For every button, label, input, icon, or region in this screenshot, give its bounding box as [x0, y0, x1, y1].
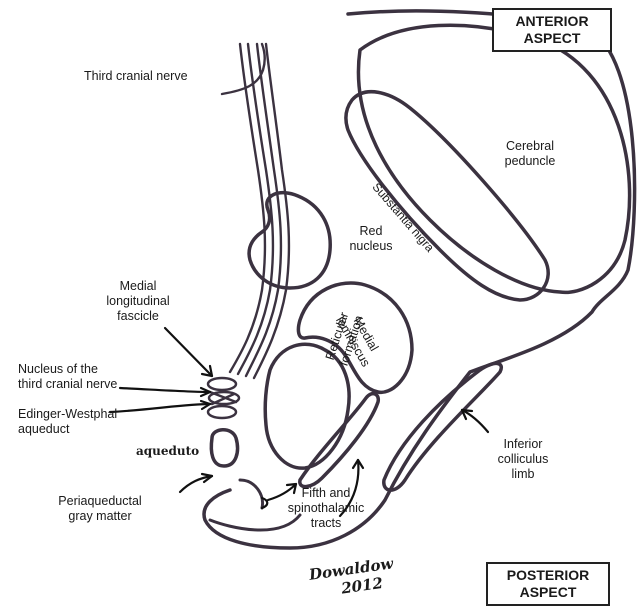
- label-periaqueductal-l1: Periaqueductal: [30, 494, 170, 509]
- label-periaqueductal-l2: gray matter: [30, 509, 170, 524]
- label-mlf-l3: fascicle: [88, 309, 188, 324]
- label-mlf-l2: longitudinal: [88, 294, 188, 309]
- anterior-aspect-box: ANTERIOR ASPECT: [492, 8, 612, 52]
- label-fifth-l1: Fifth and: [276, 486, 376, 501]
- label-red-nucleus-l1: Red: [336, 224, 406, 239]
- label-nucleus-third-nerve: Nucleus of the third cranial nerve: [18, 362, 117, 392]
- midbrain-outline: [204, 11, 635, 548]
- posterior-aspect-line1: POSTERIOR: [494, 567, 602, 584]
- label-icl-l3: limb: [478, 467, 568, 482]
- label-cerebral-peduncle: Cerebral peduncle: [480, 139, 580, 169]
- label-mlf-l1: Medial: [88, 279, 188, 294]
- posterior-aspect-box: POSTERIOR ASPECT: [486, 562, 610, 606]
- label-red-nucleus: Red nucleus: [336, 224, 406, 254]
- label-fifth-l2: spinothalamic: [276, 501, 376, 516]
- label-cerebral-peduncle-l1: Cerebral: [480, 139, 580, 154]
- label-edinger-westphal: Edinger-Westphal aqueduct: [18, 407, 117, 437]
- label-periaqueductal-gray: Periaqueductal gray matter: [30, 494, 170, 524]
- label-aqueduto: aqueduto: [136, 444, 199, 458]
- label-edinger-westphal-l1: Edinger-Westphal: [18, 407, 117, 422]
- label-inferior-colliculus-limb: Inferior colliculus limb: [478, 437, 568, 482]
- label-nucleus-third-l1: Nucleus of the: [18, 362, 117, 377]
- oculomotor-nuclei-cluster: [208, 378, 239, 418]
- third-cranial-nerve-fibres: [222, 44, 289, 378]
- aqueduct-shape: [211, 430, 237, 466]
- label-medial-longitudinal-fascicle: Medial longitudinal fascicle: [88, 279, 188, 324]
- label-fifth-spinothalamic: Fifth and spinothalamic tracts: [276, 486, 376, 531]
- label-icl-l2: colliculus: [478, 452, 568, 467]
- label-edinger-westphal-l2: aqueduct: [18, 422, 117, 437]
- label-red-nucleus-l2: nucleus: [336, 239, 406, 254]
- posterior-aspect-line2: ASPECT: [494, 584, 602, 601]
- label-nucleus-third-l2: third cranial nerve: [18, 377, 117, 392]
- label-third-cranial-nerve: Third cranial nerve: [84, 69, 188, 84]
- label-fifth-l3: tracts: [276, 516, 376, 531]
- label-icl-l1: Inferior: [478, 437, 568, 452]
- anterior-aspect-line2: ASPECT: [500, 30, 604, 47]
- label-cerebral-peduncle-l2: peduncle: [480, 154, 580, 169]
- anterior-aspect-line1: ANTERIOR: [500, 13, 604, 30]
